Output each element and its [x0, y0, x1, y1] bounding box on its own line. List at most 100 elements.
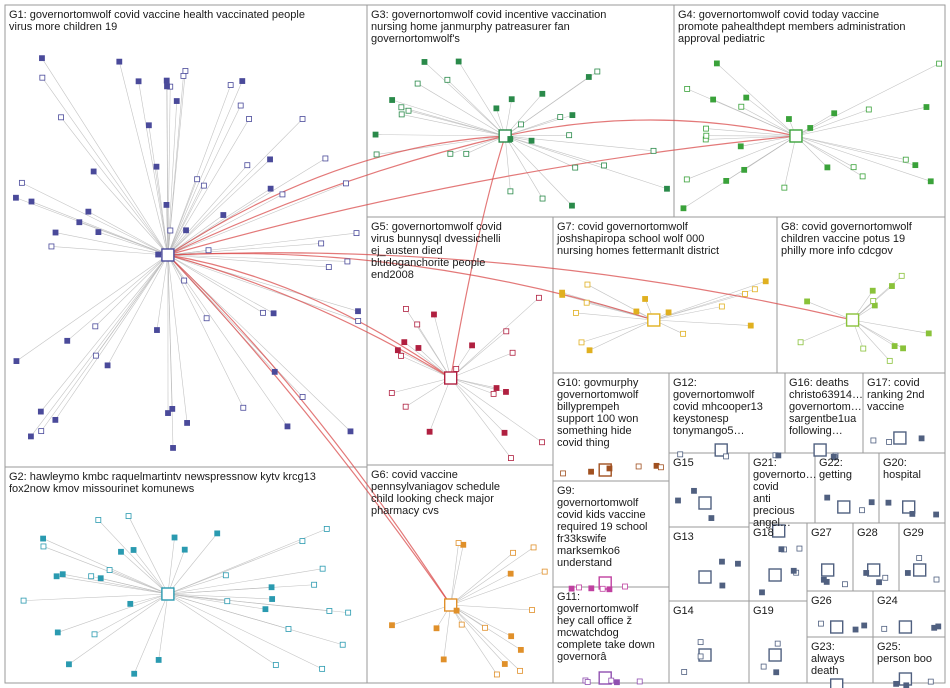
node	[824, 494, 831, 501]
edge	[167, 593, 289, 630]
group-label-g22: G22:getting	[819, 457, 852, 481]
edge	[67, 254, 169, 342]
inter-group-edge	[450, 135, 506, 379]
node	[20, 597, 27, 604]
edge	[450, 604, 533, 611]
node	[426, 428, 433, 435]
node	[222, 572, 229, 579]
edge	[450, 377, 512, 459]
node	[145, 122, 152, 129]
edge	[31, 201, 169, 256]
node	[886, 439, 892, 445]
edge	[450, 352, 513, 379]
node	[214, 530, 221, 537]
hub-node-g17	[893, 431, 907, 445]
edge	[505, 135, 576, 168]
edge	[167, 254, 288, 427]
edge	[744, 135, 797, 171]
node	[311, 581, 318, 588]
edge	[795, 135, 906, 160]
node	[885, 499, 892, 506]
node	[325, 264, 332, 270]
node	[918, 435, 925, 442]
node	[92, 352, 99, 359]
node	[665, 309, 672, 316]
edge	[62, 573, 168, 595]
node	[876, 579, 882, 586]
node	[703, 125, 709, 132]
edge	[450, 377, 494, 395]
node	[588, 585, 595, 592]
inter-group-edge	[167, 135, 506, 256]
node	[40, 543, 47, 550]
group-box-g29	[898, 522, 946, 592]
node	[244, 162, 251, 169]
hub-node-g23	[830, 678, 844, 688]
edge	[41, 57, 169, 256]
node	[135, 78, 142, 85]
edge	[505, 134, 570, 137]
edge	[795, 106, 927, 137]
edge	[852, 319, 929, 334]
node	[184, 420, 190, 426]
inter-group-edge	[167, 254, 452, 606]
node	[931, 624, 938, 631]
node	[796, 545, 803, 552]
node	[453, 607, 460, 614]
node	[501, 429, 508, 436]
node	[153, 163, 160, 170]
node	[677, 451, 684, 458]
edge	[587, 284, 654, 321]
group-label-g15: G15	[673, 457, 694, 469]
node	[658, 464, 664, 471]
node	[735, 560, 741, 567]
node	[389, 97, 396, 103]
edge	[447, 79, 506, 137]
node	[569, 202, 575, 209]
edge	[167, 593, 323, 670]
edge	[15, 197, 169, 256]
node	[167, 227, 174, 234]
hub-node-g21	[772, 524, 786, 538]
node	[458, 621, 465, 628]
node	[713, 60, 720, 67]
node	[517, 667, 523, 674]
node	[599, 585, 606, 592]
node	[903, 682, 910, 688]
edge	[57, 593, 168, 633]
node	[723, 453, 729, 460]
edge	[167, 165, 248, 256]
edge	[581, 319, 654, 343]
edge	[167, 75, 184, 256]
edge	[167, 118, 250, 256]
node	[509, 349, 516, 356]
node	[863, 570, 870, 576]
node	[154, 327, 160, 333]
node	[455, 540, 462, 546]
node	[760, 663, 767, 670]
edge	[167, 86, 171, 256]
node	[414, 321, 421, 328]
edge	[167, 254, 274, 314]
node	[262, 606, 269, 613]
node	[684, 86, 691, 92]
hub-node-g16	[813, 443, 827, 457]
node	[594, 68, 601, 75]
node	[246, 116, 252, 122]
node	[708, 515, 715, 521]
edge	[68, 593, 169, 665]
edge	[167, 537, 175, 595]
node	[539, 439, 545, 446]
node	[267, 156, 273, 163]
hub-node-g4	[789, 129, 803, 143]
node	[781, 184, 788, 191]
hub-node-g13	[698, 570, 712, 584]
node	[182, 68, 189, 74]
node	[125, 513, 132, 519]
node	[88, 573, 95, 580]
node	[271, 368, 278, 375]
